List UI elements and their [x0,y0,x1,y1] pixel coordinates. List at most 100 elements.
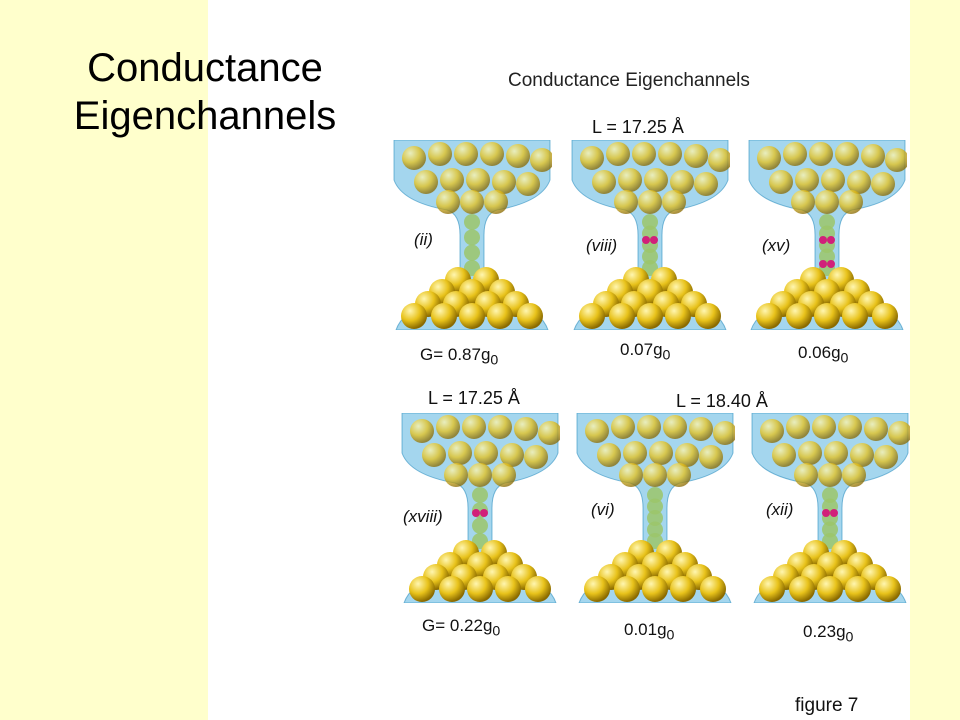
panel-xii [750,413,910,603]
gold-atom [495,576,521,602]
gold-atom [409,576,435,602]
gold-atom [459,303,485,329]
panel-label-xviii: (xviii) [403,507,443,526]
gold-atom [516,172,540,196]
gold-atom [850,443,874,467]
gold-atom [466,168,490,192]
gold-atom [580,146,604,170]
chain-atom [822,487,838,503]
gold-atom [525,576,551,602]
figure-number: figure 7 [795,695,859,716]
gold-atom [791,190,815,214]
chain-atom [472,487,488,503]
gold-atom [428,142,452,166]
gold-atom [401,303,427,329]
gold-atom [817,576,843,602]
gold-atom [609,303,635,329]
gold-atom [436,190,460,214]
gold-atom [579,303,605,329]
panel-viii [570,140,730,330]
row2-length-label-right: L = 18.40 Å [676,391,768,411]
gold-atom [637,415,661,439]
impurity-atom [642,236,650,244]
chain-atom [647,487,663,503]
gold-atom [637,303,663,329]
gold-atom [619,463,643,487]
slide-title-line2: Eigenchannels [73,94,337,138]
chain-atom [464,229,480,246]
panel-label-xii: (xii) [766,500,794,519]
gold-atom [614,190,638,214]
gold-atom [700,576,726,602]
gold-atom [835,142,859,166]
gold-atom [480,142,504,166]
conductance-viii: 0.07g0 [620,340,671,364]
gold-atom [487,303,513,329]
gold-atom [410,419,434,443]
gold-atom [872,303,898,329]
gold-atom [638,190,662,214]
gold-atom [644,168,668,192]
gold-atom [530,148,552,172]
conductance-xii: 0.23g0 [803,622,854,646]
gold-atom [665,303,691,329]
gold-atom [488,415,512,439]
gold-atom [684,144,708,168]
gold-atom [708,148,730,172]
chain-atom [642,214,658,230]
gold-atom [454,142,478,166]
panel-xv [747,140,907,330]
gold-atom [584,576,610,602]
gold-atom [699,445,723,469]
conductance-xviii: G= 0.22g0 [422,616,501,640]
gold-atom [864,417,888,441]
gold-atom [468,463,492,487]
figure-title: Conductance Eigenchannels [508,70,750,91]
gold-atom [642,576,668,602]
gold-atom [643,463,667,487]
gold-atom [786,415,810,439]
gold-atom [756,303,782,329]
impurity-atom [480,509,488,517]
impurity-atom [827,260,835,268]
gold-atom [812,415,836,439]
conductance-vi: 0.01g0 [624,620,675,644]
gold-atom [815,190,839,214]
gold-atom [670,576,696,602]
gold-atom [606,142,630,166]
gold-atom [514,417,538,441]
gold-atom [786,303,812,329]
gold-atom [772,443,796,467]
chain-atom [647,498,663,515]
panel-label-ii: (ii) [414,230,433,249]
gold-atom [517,303,543,329]
impurity-atom [822,509,830,517]
gold-atom [649,441,673,465]
gold-atom [847,170,871,194]
gold-atom [658,142,682,166]
gold-atom [845,576,871,602]
gold-atom [439,576,465,602]
conductance-xv: 0.06g0 [798,343,849,367]
gold-atom [632,142,656,166]
gold-atom [809,142,833,166]
gold-atom [467,576,493,602]
gold-atom [460,190,484,214]
gold-atom [436,415,460,439]
gold-atom [888,421,910,445]
gold-atom [623,441,647,465]
gold-atom [667,463,691,487]
slide-title: Conductance Eigenchannels [30,44,380,140]
gold-atom [670,170,694,194]
impurity-atom [819,260,827,268]
gold-atom [798,441,822,465]
gold-atom [838,415,862,439]
impurity-atom [819,236,827,244]
panel-ii [392,140,552,330]
gold-atom [440,168,464,192]
gold-atom [839,190,863,214]
gold-atom [524,445,548,469]
gold-atom [795,168,819,192]
gold-atom [874,445,898,469]
chain-atom [642,248,658,265]
